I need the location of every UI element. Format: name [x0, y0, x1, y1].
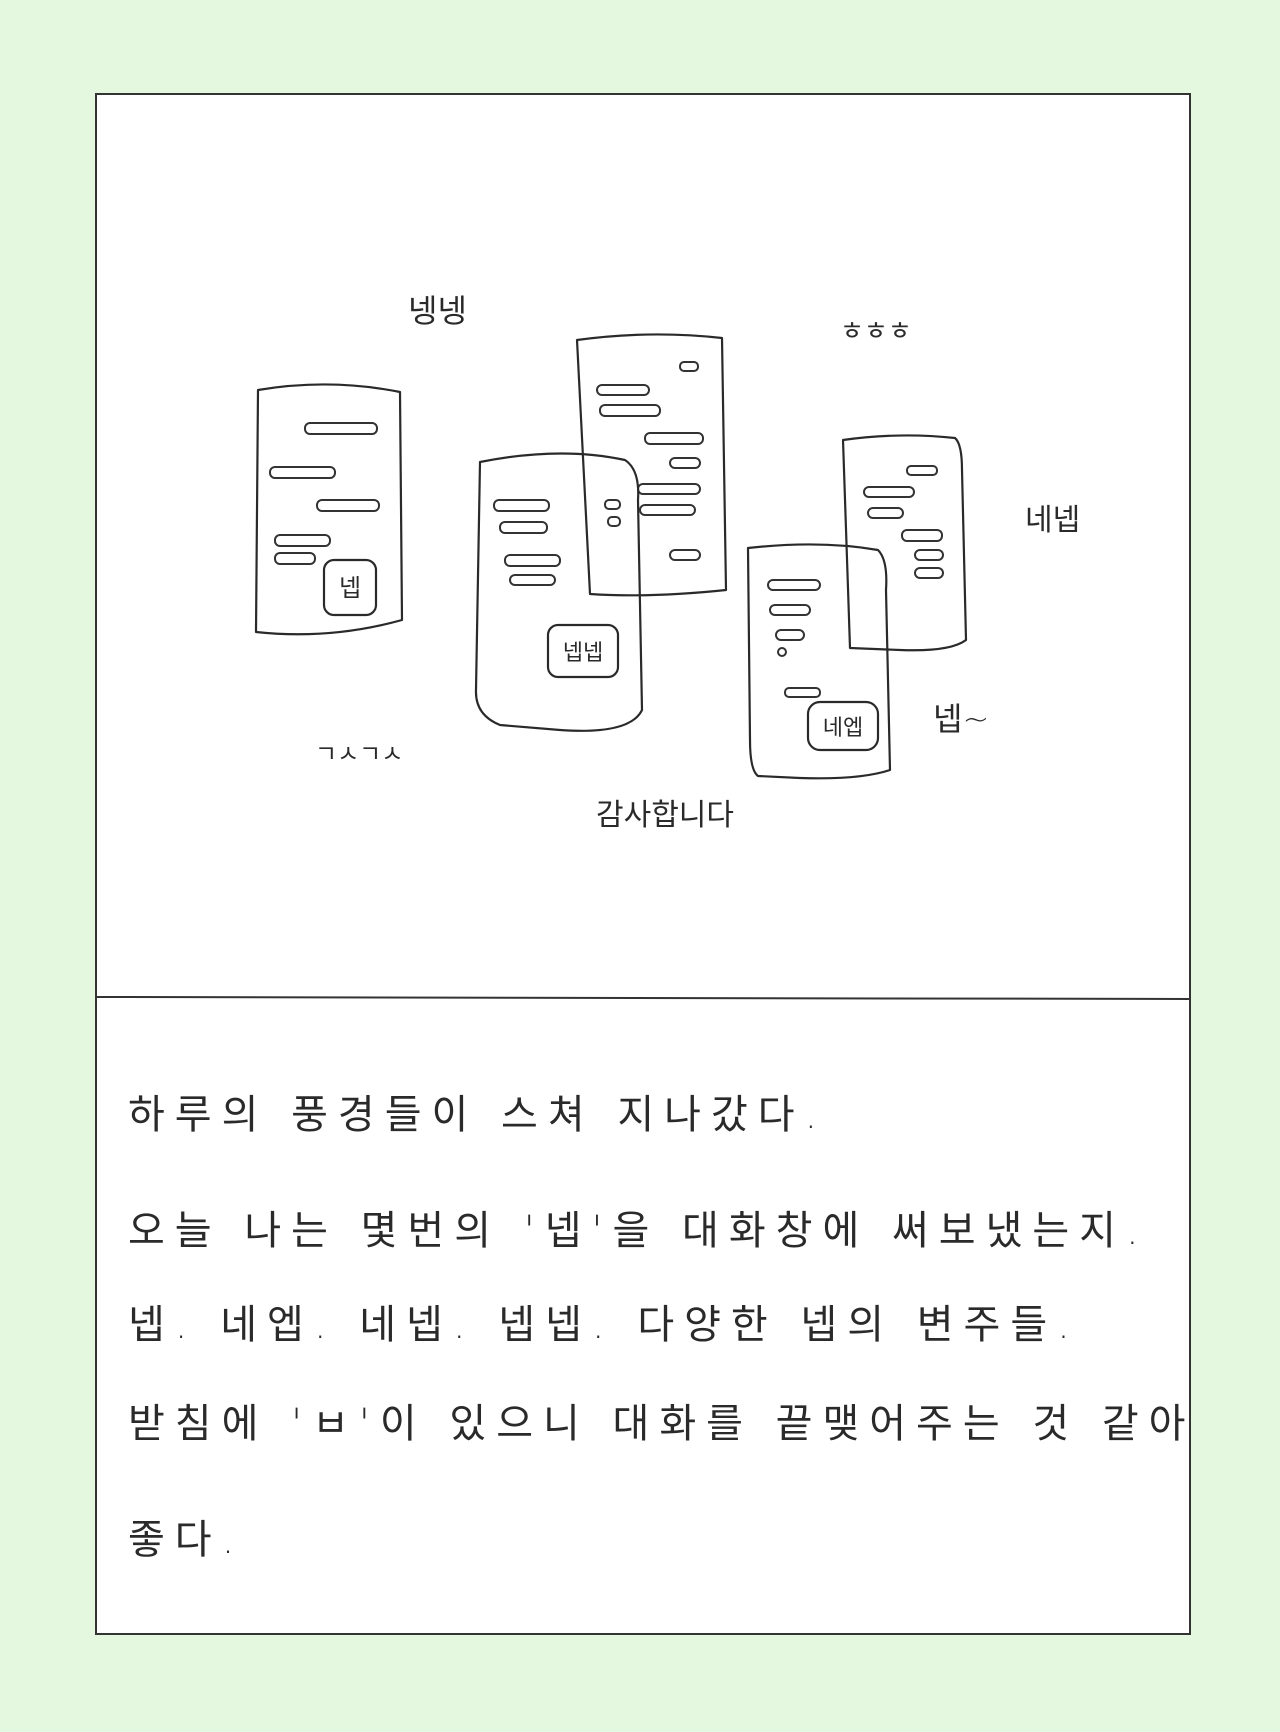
- panel-divider: [95, 996, 1191, 1000]
- phone-4: 네엡: [746, 543, 892, 780]
- word-gsgs: ㄱㅅㄱㅅ: [315, 740, 403, 768]
- reply-text: 넵넵: [563, 641, 603, 666]
- word-thanks: 감사합니다: [596, 798, 734, 833]
- reply-bubble: [322, 558, 378, 617]
- narration-line-2: 오늘 나는 몇번의 '넵'을 대화창에 써보냈는지.: [128, 1208, 1149, 1254]
- narration-line-5: 좋다.: [128, 1517, 245, 1563]
- reply-bubble: [806, 700, 880, 752]
- word-nenep: 네넵: [1025, 503, 1080, 538]
- word-hhh: ㅎㅎㅎ: [840, 317, 912, 347]
- phone-3: [575, 333, 728, 597]
- phone-2: 넵넵: [474, 452, 644, 732]
- phone-5: [841, 434, 968, 652]
- word-nengneng: 넹넹: [408, 292, 467, 330]
- narration-line-3: 넵. 네엡. 네넵. 넵넵. 다양한 넵의 변주들.: [128, 1302, 1080, 1348]
- narration-line-1: 하루의 풍경들이 스쳐 지나갔다.: [128, 1092, 828, 1138]
- reply-bubble: [546, 623, 620, 679]
- reply-text: 넵: [339, 574, 361, 602]
- phone-1: 넵: [254, 383, 404, 636]
- word-nep-tilde: 넵~: [933, 700, 989, 738]
- reply-text: 네엡: [823, 716, 863, 741]
- comic-frame: [95, 93, 1191, 1635]
- narration-line-4: 받침에 'ㅂ'이 있으니 대화를 끝맺어주는 것 같아: [128, 1401, 1196, 1447]
